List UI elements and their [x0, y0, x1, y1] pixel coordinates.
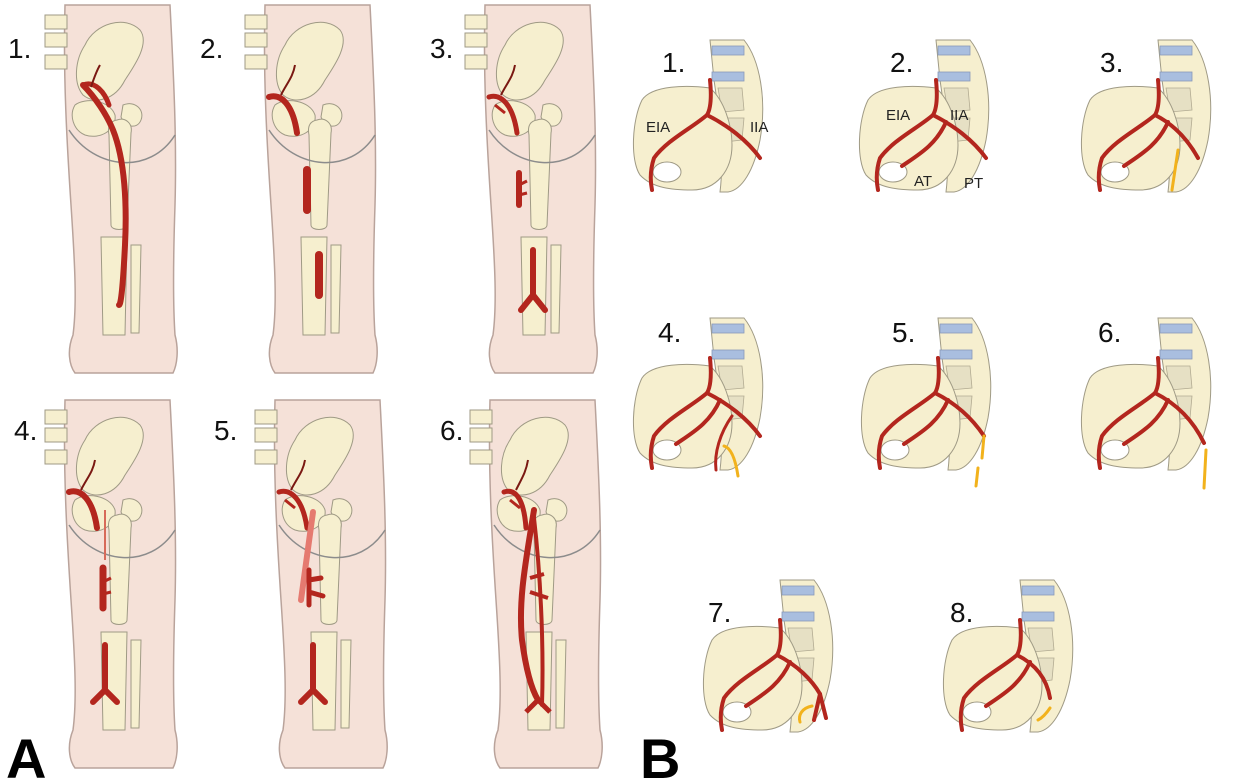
- pelvis-number-5: 5.: [892, 317, 915, 348]
- pelvis-diagram-5: [861, 318, 990, 486]
- leg-number-3: 3.: [430, 33, 453, 64]
- pelvis-number-3: 3.: [1100, 47, 1123, 78]
- label-eia: EIA: [646, 119, 670, 136]
- panel-b: EIA IIA EIA IIA AT PT: [633, 40, 1210, 783]
- label-pt: PT: [964, 175, 983, 192]
- pelvis-diagram-2: EIA IIA AT PT: [859, 40, 988, 192]
- label-iia: IIA: [750, 119, 768, 136]
- pelvis-number-8: 8.: [950, 597, 973, 628]
- leg-diagram-3: [465, 5, 597, 373]
- leg-diagram-5: [255, 400, 387, 768]
- label-at: AT: [914, 173, 932, 190]
- panel-a-letter: A: [6, 727, 46, 783]
- leg-diagram-2: [245, 5, 377, 373]
- pelvis-diagram-1: EIA IIA: [633, 40, 768, 192]
- panel-a: 1. 2. 3. 4. 5. 6. A: [6, 5, 602, 783]
- leg-number-5: 5.: [214, 415, 237, 446]
- leg-number-1: 1.: [8, 33, 31, 64]
- leg-number-2: 2.: [200, 33, 223, 64]
- leg-diagram-4: [45, 400, 177, 768]
- leg-diagram-6: [470, 400, 602, 768]
- label-eia: EIA: [886, 107, 910, 124]
- leg-number-4: 4.: [14, 415, 37, 446]
- pelvis-number-7: 7.: [708, 597, 731, 628]
- label-iia: IIA: [950, 107, 968, 124]
- leg-number-6: 6.: [440, 415, 463, 446]
- panel-b-letter: B: [640, 727, 680, 783]
- leg-diagram-1: [45, 5, 177, 373]
- pelvis-number-6: 6.: [1098, 317, 1121, 348]
- pelvis-number-4: 4.: [658, 317, 681, 348]
- pelvis-diagram-4: [633, 318, 762, 476]
- pelvis-number-1: 1.: [662, 47, 685, 78]
- pelvis-number-2: 2.: [890, 47, 913, 78]
